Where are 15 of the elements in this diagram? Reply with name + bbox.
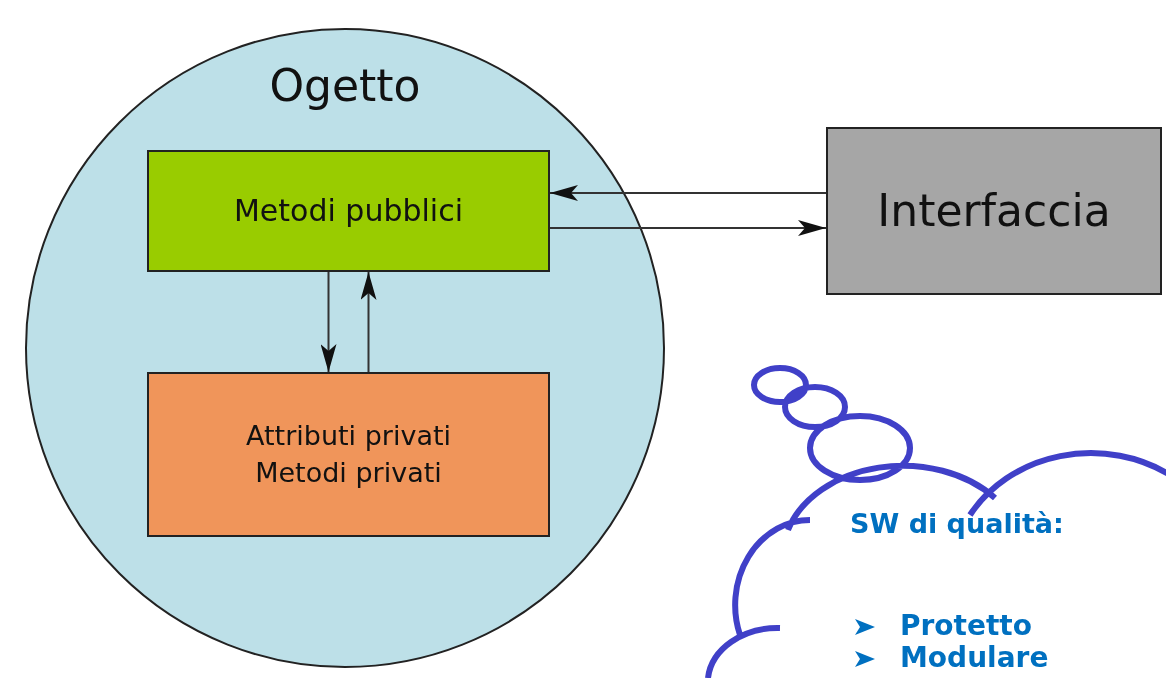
box-text: Metodi pubblici — [234, 191, 463, 230]
private-members-box — [147, 372, 550, 537]
list-item: Modulare — [900, 642, 1049, 674]
arrow — [549, 185, 827, 201]
interface-box — [826, 127, 1162, 295]
arrow — [320, 271, 337, 373]
arrow — [549, 220, 827, 236]
box-text: Interfaccia — [877, 184, 1111, 239]
box-text: Metodi privati — [255, 455, 442, 490]
public-methods-box — [147, 150, 550, 272]
cloud-heading: SW di qualità: — [850, 508, 1064, 540]
arrow — [360, 271, 377, 373]
box-text: Attributi privati — [245, 419, 451, 454]
object-title: Ogetto — [269, 60, 421, 111]
list-item: Protetto — [900, 610, 1032, 642]
